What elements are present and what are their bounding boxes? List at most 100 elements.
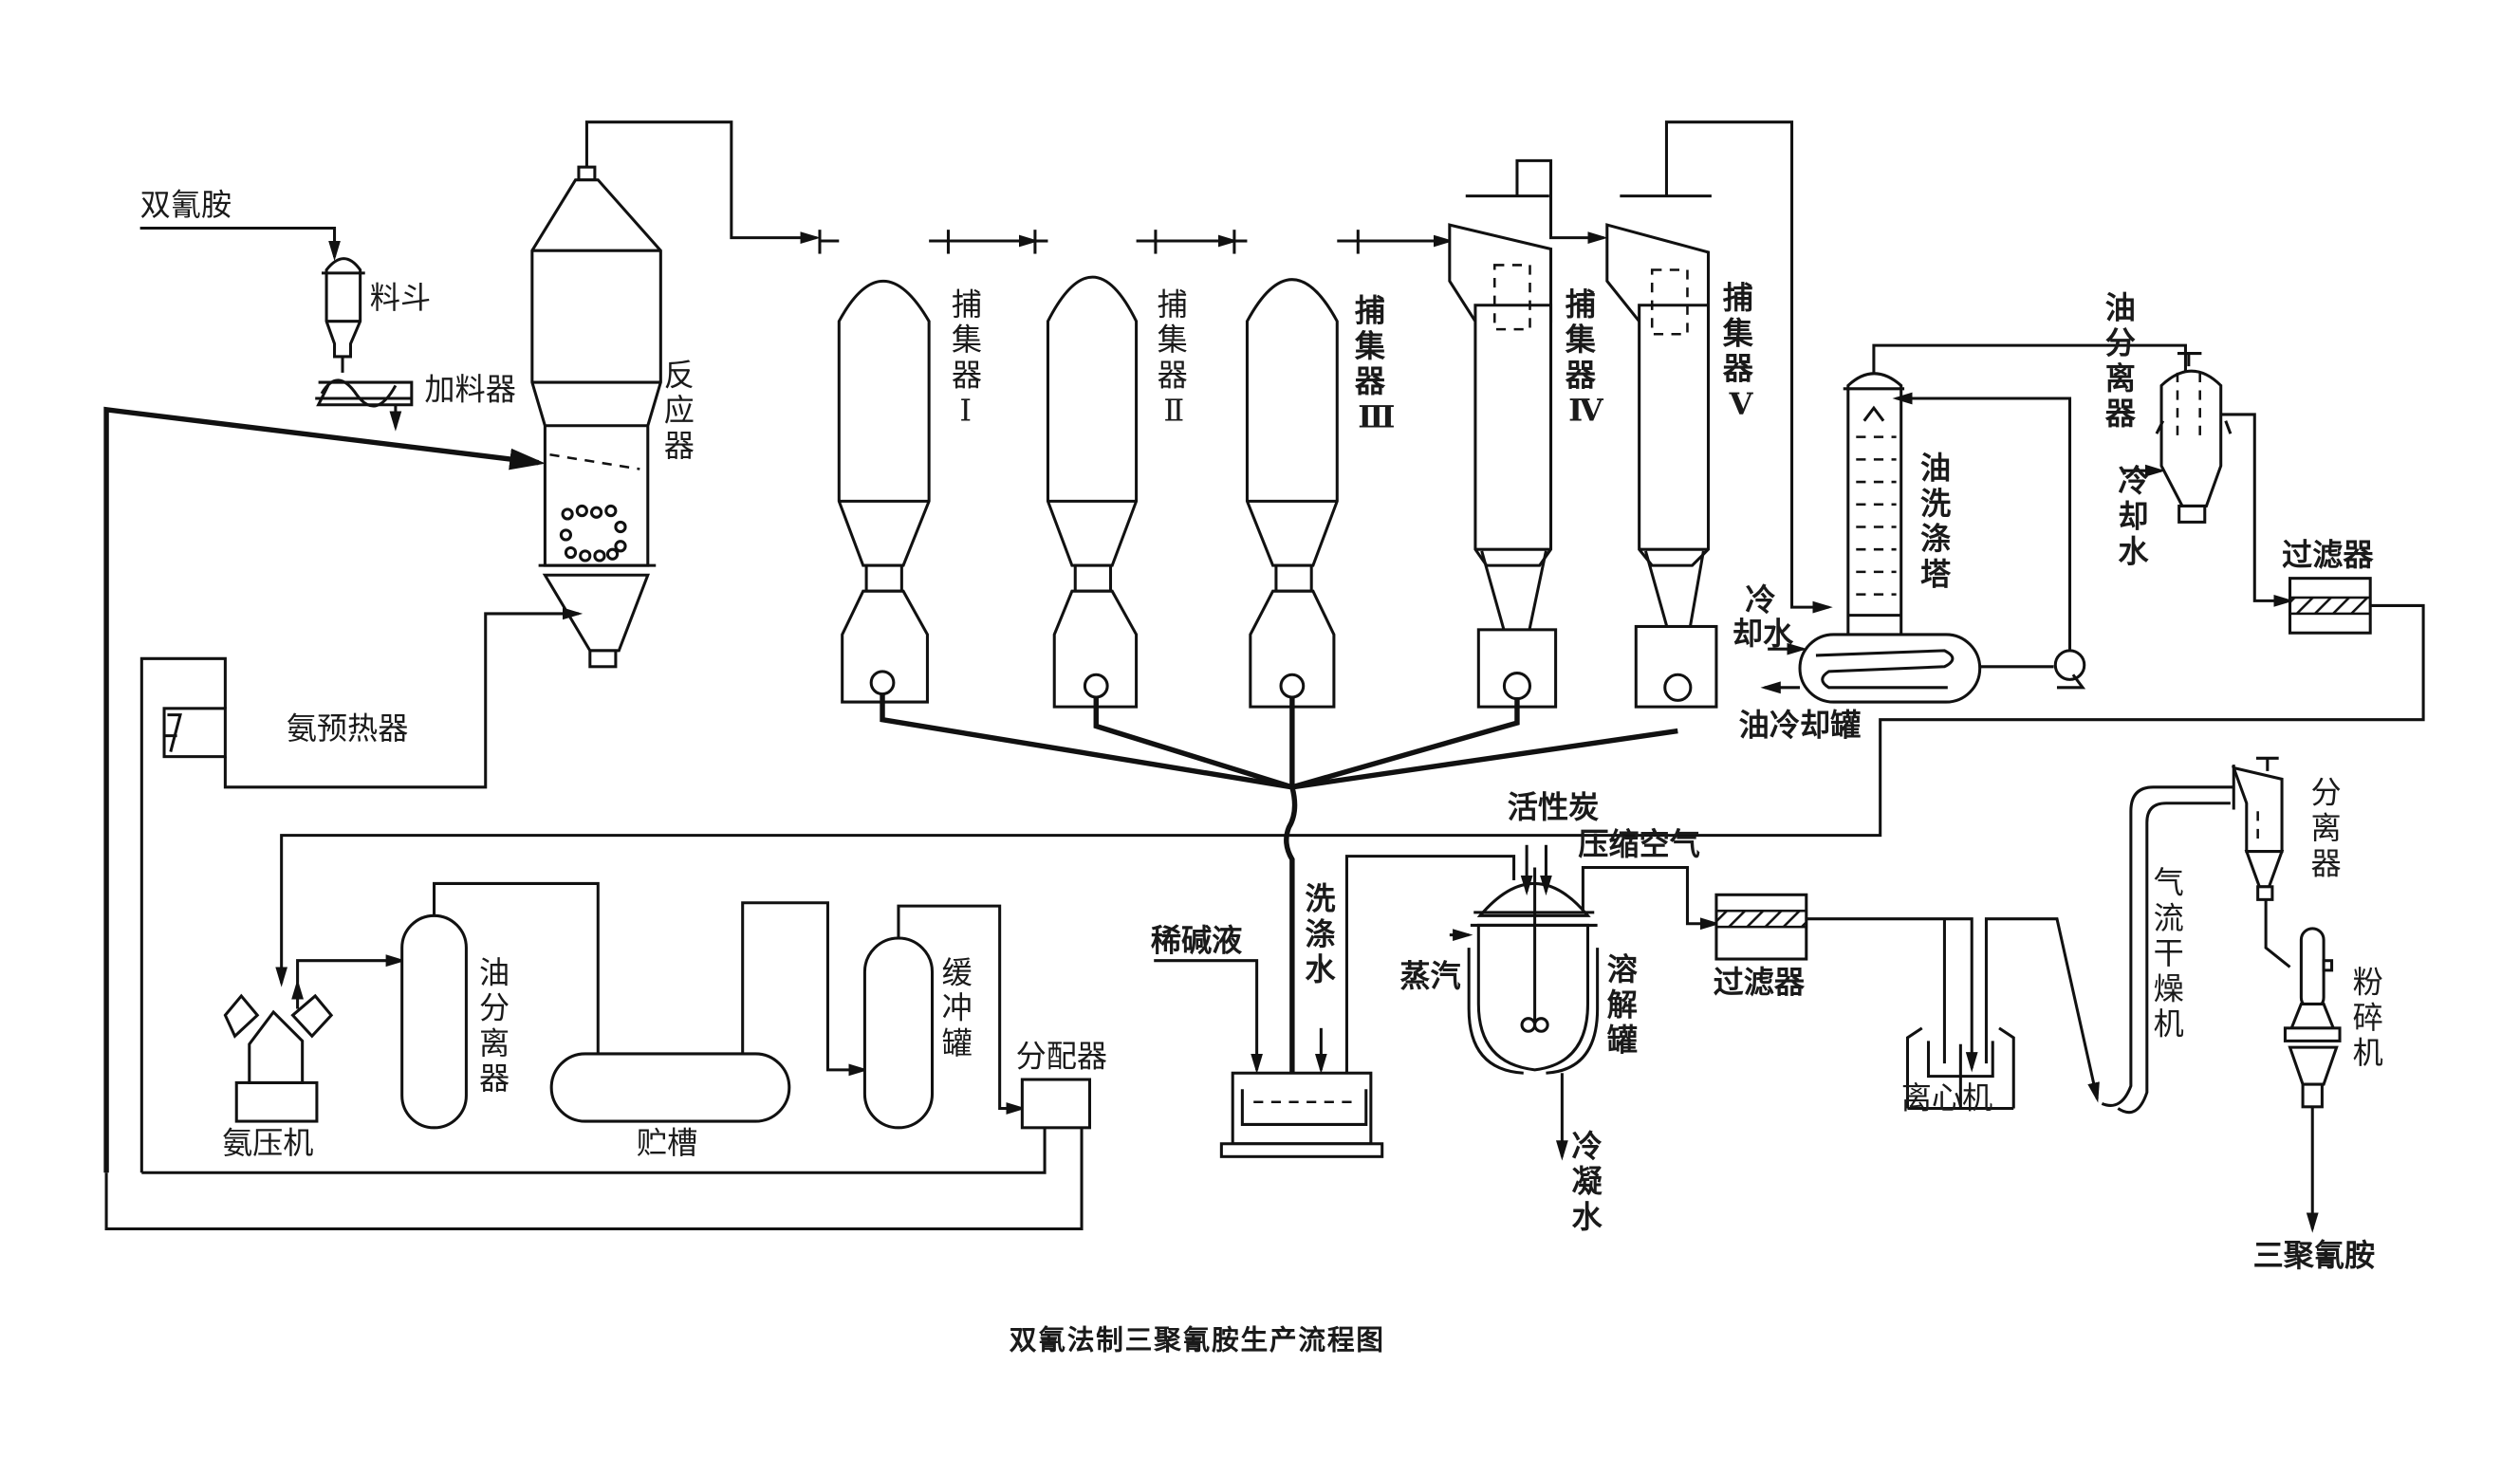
svg-text:反: 反 xyxy=(664,357,695,393)
label-dilute-alkali: 稀碱液 xyxy=(1151,923,1243,959)
svg-text:离: 离 xyxy=(2311,810,2342,846)
reactor-bubbles xyxy=(559,504,627,563)
svg-text:冷: 冷 xyxy=(1572,1128,1603,1164)
oil-separator-top xyxy=(2121,352,2294,607)
svg-text:水: 水 xyxy=(2118,534,2149,570)
svg-text:离: 离 xyxy=(479,1025,510,1061)
label-collector-2: 捕 集 器 Ⅱ xyxy=(1158,286,1188,429)
collector-5 xyxy=(1605,120,1833,709)
svg-text:集: 集 xyxy=(1565,322,1597,358)
svg-text:器: 器 xyxy=(1354,363,1386,399)
svg-text:溶: 溶 xyxy=(1607,951,1638,987)
svg-text:捕: 捕 xyxy=(952,286,982,323)
svg-text:捕: 捕 xyxy=(1158,286,1188,323)
svg-text:冷: 冷 xyxy=(2118,463,2148,499)
collector-4 xyxy=(1448,158,1608,709)
svg-text:Ⅰ: Ⅰ xyxy=(959,393,972,429)
svg-text:离: 离 xyxy=(2105,360,2136,397)
distributor xyxy=(104,1078,1092,1231)
label-melamine-output: 三聚氰胺 xyxy=(2253,1237,2376,1273)
pulverizer xyxy=(2283,927,2342,1233)
label-oil-separator-top: 油 分 离 器 xyxy=(2104,289,2137,432)
labels: 双氰胺 料斗 加料器 反 应 器 捕 集 器 Ⅰ 捕 集 器 Ⅱ 捕 集 器 Ⅲ… xyxy=(140,187,2383,1356)
label-centrifuge: 离心机 xyxy=(1901,1080,1992,1116)
svg-text:燥: 燥 xyxy=(2154,970,2184,1006)
dissolving-tank xyxy=(1449,844,1721,1161)
svg-text:油: 油 xyxy=(1920,451,1951,487)
label-condensate: 冷 凝 水 xyxy=(1572,1128,1603,1235)
svg-text:水: 水 xyxy=(1305,951,1336,987)
svg-text:器: 器 xyxy=(2311,845,2342,881)
svg-text:粉: 粉 xyxy=(2353,965,2383,1001)
svg-text:洗: 洗 xyxy=(1305,881,1335,917)
svg-text:洗: 洗 xyxy=(1920,486,1951,522)
svg-text:集: 集 xyxy=(1354,328,1386,364)
label-dissolving-tank: 溶 解 罐 xyxy=(1607,951,1638,1059)
svg-text:缓: 缓 xyxy=(942,954,973,990)
storage-tank xyxy=(549,901,869,1123)
label-dicyandiamide-input: 双氰胺 xyxy=(140,187,232,223)
label-wash-water: 洗 涤 水 xyxy=(1305,881,1336,988)
label-collector-1: 捕 集 器 Ⅰ xyxy=(952,286,982,429)
svg-text:应: 应 xyxy=(664,393,695,429)
svg-text:塔: 塔 xyxy=(1920,556,1952,592)
svg-text:涤: 涤 xyxy=(1920,521,1951,557)
label-feeder: 加料器 xyxy=(424,372,515,408)
label-activated-carbon: 活性炭 xyxy=(1508,789,1599,825)
svg-text:分: 分 xyxy=(2311,775,2342,811)
label-separator: 分 离 器 xyxy=(2311,775,2342,882)
label-ammonia-compressor: 氨压机 xyxy=(222,1125,313,1161)
svg-text:干: 干 xyxy=(2154,935,2184,971)
label-cooling-water-2: 冷 却 水 xyxy=(2118,463,2149,570)
collector-1 xyxy=(818,230,950,704)
buffer-tank xyxy=(862,904,1027,1130)
svg-text:器: 器 xyxy=(1722,351,1754,387)
svg-text:器: 器 xyxy=(1565,357,1597,393)
svg-text:气: 气 xyxy=(2154,865,2184,901)
svg-text:器: 器 xyxy=(2104,396,2137,432)
svg-text:Ⅲ: Ⅲ xyxy=(1358,398,1395,434)
svg-text:冷: 冷 xyxy=(1745,582,1775,618)
label-pulverizer: 粉 碎 机 xyxy=(2353,965,2383,1072)
svg-text:凝: 凝 xyxy=(1572,1164,1603,1200)
svg-text:集: 集 xyxy=(952,322,982,358)
label-collector-3: 捕 集 器 Ⅲ xyxy=(1354,293,1396,435)
svg-text:Ⅳ: Ⅳ xyxy=(1568,393,1603,429)
label-compressed-air: 压缩空气 xyxy=(1578,826,1700,862)
svg-text:捕: 捕 xyxy=(1566,286,1596,323)
svg-text:Ⅴ: Ⅴ xyxy=(1729,386,1754,422)
svg-text:机: 机 xyxy=(2154,1006,2184,1042)
label-distributor: 分配器 xyxy=(1016,1038,1107,1074)
svg-text:分: 分 xyxy=(2105,325,2136,361)
svg-text:Ⅱ: Ⅱ xyxy=(1163,393,1184,429)
svg-text:却: 却 xyxy=(2118,498,2148,534)
collector-2 xyxy=(1033,230,1158,709)
collector-3 xyxy=(1232,230,1360,709)
svg-text:器: 器 xyxy=(952,357,982,393)
separator xyxy=(2231,756,2291,968)
svg-text:冲: 冲 xyxy=(942,990,973,1026)
flash-dryer xyxy=(2101,785,2234,1115)
svg-text:涤: 涤 xyxy=(1305,916,1335,952)
reactor xyxy=(103,120,821,1173)
label-oil-cooling-tank: 油冷却罐 xyxy=(1739,708,1862,744)
svg-text:水: 水 xyxy=(1572,1199,1603,1235)
label-collector-5: 捕 集 器 Ⅴ xyxy=(1722,280,1754,422)
feeder xyxy=(315,378,414,432)
svg-text:集: 集 xyxy=(1158,322,1188,358)
figure-caption: 双氰法制三聚氰胺生产流程图 xyxy=(1010,1324,1385,1356)
svg-text:却水: 却水 xyxy=(1732,616,1794,652)
svg-text:流: 流 xyxy=(2154,900,2184,936)
svg-text:罐: 罐 xyxy=(1607,1023,1638,1059)
label-oil-wash-tower: 油 洗 涤 塔 xyxy=(1920,451,1952,593)
label-collector-4: 捕 集 器 Ⅳ xyxy=(1565,286,1603,429)
ammonia-compressor xyxy=(223,954,406,1123)
filter-top xyxy=(275,577,2425,987)
svg-text:集: 集 xyxy=(1722,315,1754,351)
label-oil-separator-bottom: 油 分 离 器 xyxy=(479,954,510,1097)
hopper xyxy=(139,226,365,373)
svg-text:捕: 捕 xyxy=(1355,293,1385,329)
svg-text:碎: 碎 xyxy=(2353,1000,2383,1036)
svg-text:罐: 罐 xyxy=(942,1025,973,1061)
